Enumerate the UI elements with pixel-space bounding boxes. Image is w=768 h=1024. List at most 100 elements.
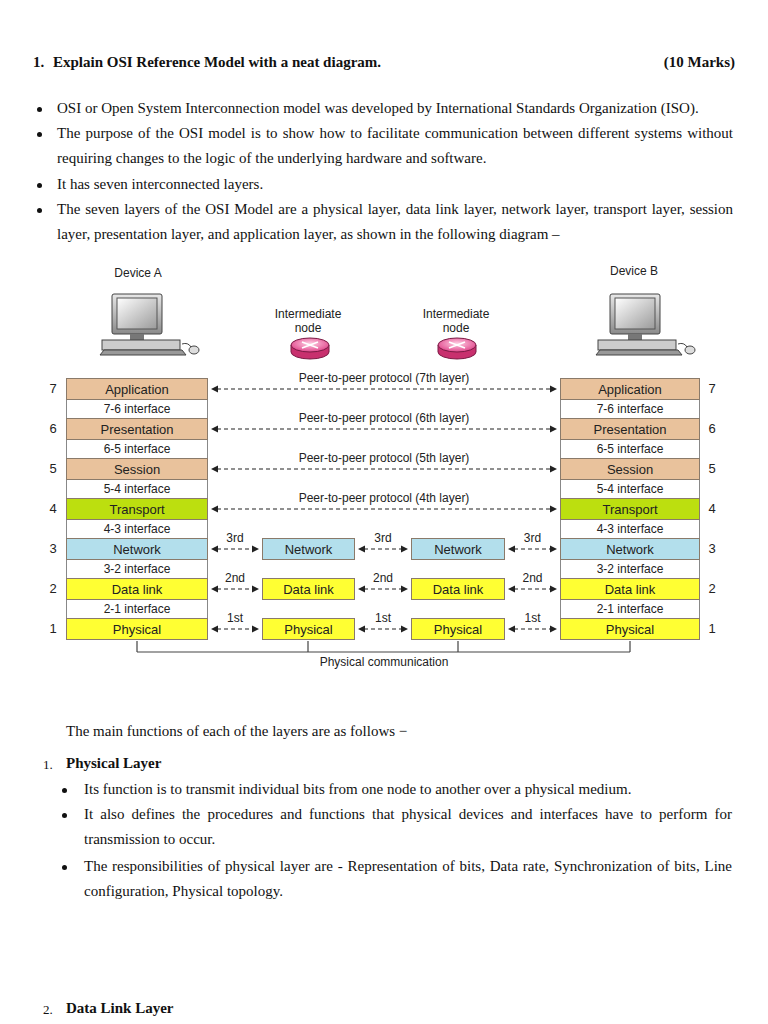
node-label: Intermediate node bbox=[416, 307, 496, 335]
layer-number: 7 bbox=[703, 378, 721, 400]
arrow-head bbox=[508, 626, 515, 633]
bullet-dot bbox=[37, 183, 42, 188]
layer-box: Session bbox=[66, 458, 208, 480]
peer-connector bbox=[211, 426, 557, 433]
layer-box: Data link bbox=[560, 578, 700, 600]
peer-connector bbox=[508, 586, 557, 593]
arrow-head bbox=[550, 546, 557, 553]
arrow-head bbox=[211, 626, 218, 633]
dashed-line bbox=[514, 588, 551, 589]
arrow-head bbox=[401, 546, 408, 553]
connector-label: 2nd bbox=[223, 571, 247, 585]
arrow-head bbox=[358, 626, 365, 633]
dashed-line bbox=[217, 548, 253, 549]
layer-name: Physical bbox=[606, 622, 654, 637]
layer-name: Application bbox=[598, 382, 662, 397]
layer-box: Network bbox=[560, 538, 700, 560]
dashed-line bbox=[217, 588, 253, 589]
arrow-head bbox=[401, 626, 408, 633]
layer-number: 4 bbox=[703, 498, 721, 520]
connector-label: 2nd bbox=[520, 571, 544, 585]
bullet-text: OSI or Open System Interconnection model… bbox=[57, 96, 733, 121]
layer-box: Application bbox=[66, 378, 208, 400]
bullet-text: It has seven interconnected layers. bbox=[57, 172, 733, 197]
router-icon bbox=[291, 338, 329, 359]
layer-number: 3 bbox=[703, 538, 721, 560]
layer-name: Presentation bbox=[594, 422, 667, 437]
connector-label: 2nd bbox=[371, 571, 395, 585]
arrow-head bbox=[508, 546, 515, 553]
layer-name: Network bbox=[434, 542, 482, 557]
connector-label: 1st bbox=[522, 611, 542, 625]
dashed-line bbox=[364, 628, 402, 629]
connector-label: 3rd bbox=[224, 531, 245, 545]
arrow-head bbox=[550, 506, 557, 513]
layer-name: Transport bbox=[109, 502, 164, 517]
peer-connector bbox=[211, 546, 259, 553]
arrow-head bbox=[550, 426, 557, 433]
layer-box: Data link bbox=[411, 578, 505, 600]
interface-strip: 2-1 interface bbox=[66, 600, 208, 618]
layer-box: Network bbox=[66, 538, 208, 560]
router-icon bbox=[438, 338, 476, 359]
layer-box: Presentation bbox=[66, 418, 208, 440]
interface-strip: 4-3 interface bbox=[560, 520, 700, 538]
arrow-head bbox=[211, 546, 218, 553]
layer-box: Network bbox=[411, 538, 505, 560]
interface-strip: 5-4 interface bbox=[560, 480, 700, 498]
layer-box: Session bbox=[560, 458, 700, 480]
layer-name: Session bbox=[607, 462, 653, 477]
layer-name: Transport bbox=[602, 502, 657, 517]
connector-label: 1st bbox=[225, 611, 245, 625]
layer-number: 1 bbox=[703, 618, 721, 640]
layer-number: 2 bbox=[44, 578, 62, 600]
bullet-dot bbox=[62, 865, 67, 870]
connector-label: Peer-to-peer protocol (6th layer) bbox=[297, 411, 472, 425]
arrow-head bbox=[252, 586, 259, 593]
peer-connector bbox=[358, 546, 408, 553]
dashed-line bbox=[514, 548, 551, 549]
peer-connector bbox=[358, 586, 408, 593]
bullet-text: The seven layers of the OSI Model are a … bbox=[57, 197, 733, 247]
arrow-head bbox=[211, 386, 218, 393]
layer-number: 1 bbox=[44, 618, 62, 640]
interface-strip: 7-6 interface bbox=[66, 400, 208, 418]
arrow-head bbox=[401, 586, 408, 593]
layer-number: 4 bbox=[44, 498, 62, 520]
device-label: Device B bbox=[602, 264, 666, 278]
interface-strip: 4-3 interface bbox=[66, 520, 208, 538]
peer-connector bbox=[211, 506, 557, 513]
layer-box: Transport bbox=[560, 498, 700, 520]
layer-name: Data link bbox=[283, 582, 334, 597]
layer-number: 3 bbox=[44, 538, 62, 560]
connector-label: 3rd bbox=[522, 531, 543, 545]
bullet-dot bbox=[62, 788, 67, 793]
connector-label: Peer-to-peer protocol (5th layer) bbox=[297, 451, 472, 465]
arrow-head bbox=[211, 586, 218, 593]
physical-communication: Physical communication bbox=[284, 655, 484, 669]
connector-label: 1st bbox=[373, 611, 393, 625]
arrow-head bbox=[252, 546, 259, 553]
interface-strip: 3-2 interface bbox=[560, 560, 700, 578]
layer-number: 2 bbox=[703, 578, 721, 600]
interface-strip: 3-2 interface bbox=[66, 560, 208, 578]
item-number: 2. bbox=[43, 1000, 63, 1020]
arrow-head bbox=[211, 426, 218, 433]
section-heading: Physical Layer bbox=[66, 753, 366, 773]
layer-number: 5 bbox=[44, 458, 62, 480]
arrow-head bbox=[358, 546, 365, 553]
layer-name: Network bbox=[285, 542, 333, 557]
arrow-head bbox=[550, 586, 557, 593]
arrow-head bbox=[211, 506, 218, 513]
dashed-line bbox=[217, 428, 551, 429]
arrow-head bbox=[550, 466, 557, 473]
layer-name: Session bbox=[114, 462, 160, 477]
heading: Explain OSI Reference Model with a neat … bbox=[53, 52, 613, 72]
layer-box: Data link bbox=[262, 578, 355, 600]
layer-name: Data link bbox=[112, 582, 163, 597]
peer-connector bbox=[211, 466, 557, 473]
bullet-text: Its function is to transmit individual b… bbox=[84, 777, 732, 802]
connector-label: 3rd bbox=[372, 531, 393, 545]
layer-name: Network bbox=[113, 542, 161, 557]
